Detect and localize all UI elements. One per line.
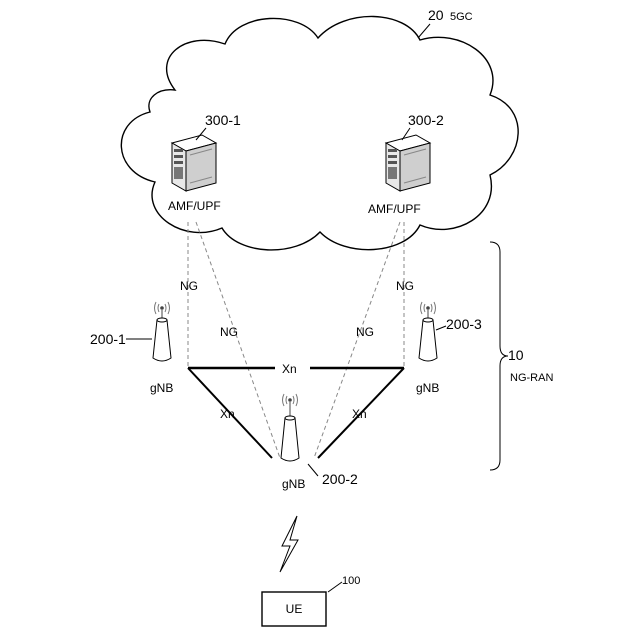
base-station-3-leader [436,326,446,330]
server-icon [386,135,430,191]
server-2-ref: 300-2 [408,112,444,128]
ng-links [188,222,404,458]
base-station-icon [153,302,171,361]
base-station-icon [419,302,437,361]
base-station-3-label: gNB [416,381,439,395]
ng-left-vertical-label: NG [180,279,198,293]
xn-right-label: Xn [352,407,367,421]
radio-link-icon [280,516,298,572]
server-1-ref: 300-1 [205,112,241,128]
base-station-2-leader [308,464,318,476]
ran-ref: 10 [508,347,524,363]
xn-left-label: Xn [220,407,235,421]
ue-ref: 100 [342,575,360,587]
base-station-1-ref: 200-1 [90,331,126,347]
server-2-label: AMF/UPF [368,202,421,216]
base-station-2-ref: 200-2 [322,471,358,487]
ng-right-vertical-label: NG [396,279,414,293]
base-station-2-label: gNB [282,477,305,491]
core-network-leader [418,24,430,38]
ng-left-diagonal-label: NG [220,325,238,339]
ran-label: NG-RAN [510,372,553,384]
core-network-ref: 20 [428,7,444,23]
ng-right-diagonal-label: NG [356,325,374,339]
server-icon [172,135,216,191]
xn-top-label: Xn [282,362,297,376]
base-station-3-ref: 200-3 [446,316,482,332]
core-network-cloud [121,16,518,249]
ran-bracket [490,242,508,470]
server-1-label: AMF/UPF [168,199,221,213]
base-station-icon [281,394,299,461]
ue-leader [328,582,342,592]
ue-label: UE [286,602,303,616]
base-station-1-label: gNB [150,381,173,395]
core-network-label: 5GC [450,11,473,23]
